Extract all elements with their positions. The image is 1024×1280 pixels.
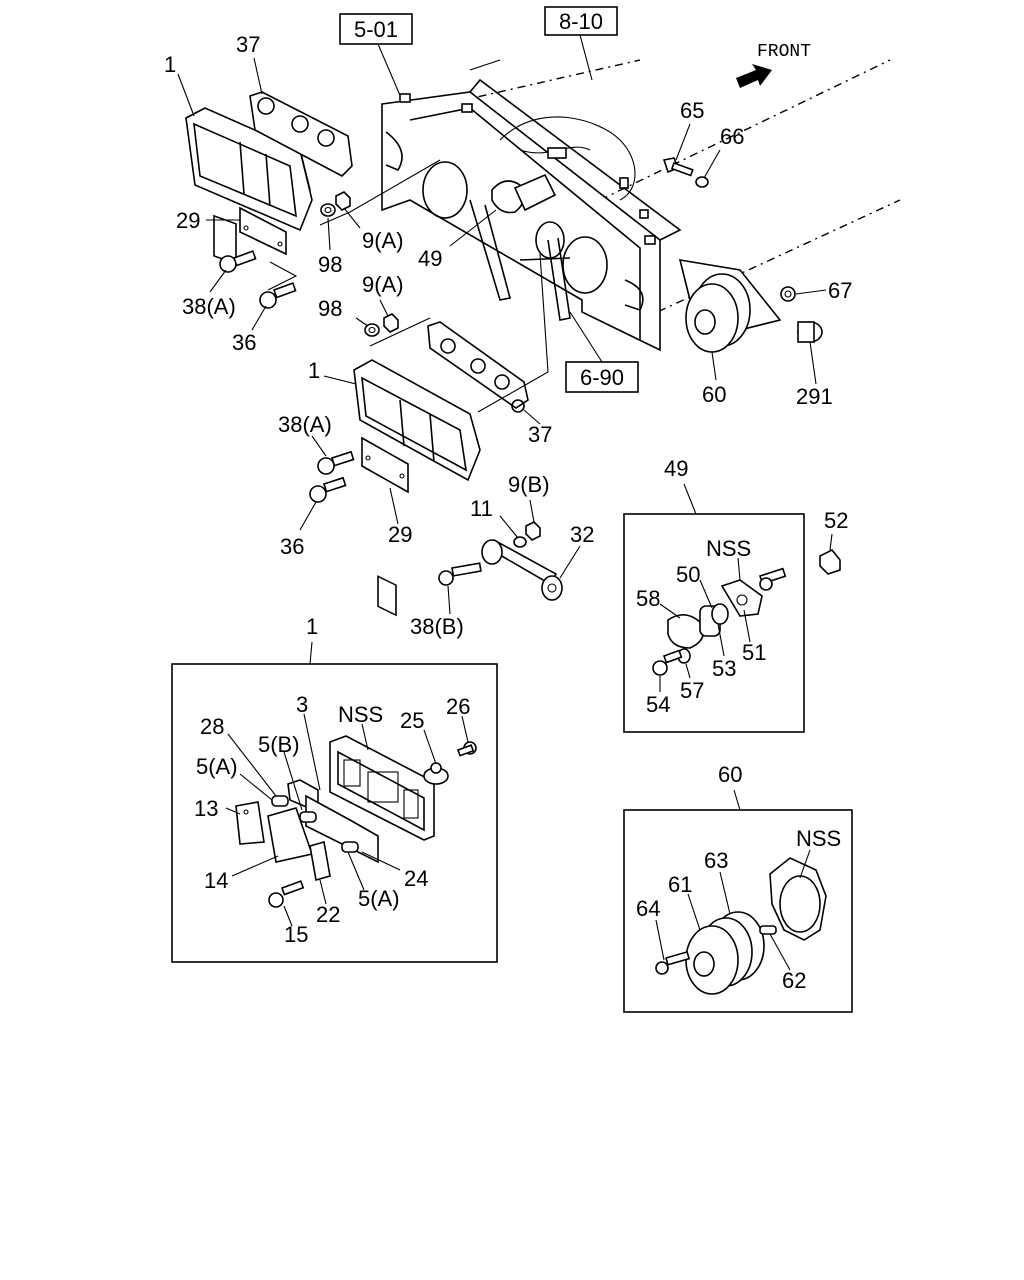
- callout-291: 291: [796, 384, 833, 409]
- ref-box-5-01[interactable]: 5-01: [339, 13, 413, 45]
- callout-29-top: 29: [176, 208, 200, 233]
- ref-box-8-10[interactable]: 8-10: [544, 6, 618, 36]
- detail-1-label-15: 15: [284, 922, 308, 947]
- callout-67: 67: [828, 278, 852, 303]
- detail-1-label-13: 13: [194, 796, 218, 821]
- detail-1-panel: 1: [171, 614, 498, 963]
- callout-60-main: 60: [702, 382, 726, 407]
- screw-36-top: [259, 282, 297, 309]
- front-label: FRONT: [757, 42, 811, 62]
- callout-36-top: 36: [232, 330, 256, 355]
- washer-66: [695, 176, 709, 188]
- detail-1-label-24: 24: [404, 866, 428, 891]
- washer-11: [513, 536, 527, 548]
- detail-49-label-54: 54: [646, 692, 670, 717]
- callout-65: 65: [680, 98, 704, 123]
- nut-9b: [525, 521, 541, 541]
- detail-49-label-58: 58: [636, 586, 660, 611]
- callout-98-top: 98: [318, 252, 342, 277]
- callout-37-top: 37: [236, 32, 260, 57]
- ref-label-8-10: 8-10: [559, 9, 603, 34]
- callout-9a-mid: 9(A): [362, 272, 404, 297]
- callout-32: 32: [570, 522, 594, 547]
- bolt-38a-mid: [317, 450, 355, 475]
- ref-label-5-01: 5-01: [354, 17, 398, 42]
- detail-60-label-61: 61: [668, 872, 692, 897]
- callout-38a-mid: 38(A): [278, 412, 332, 437]
- horn-disc-part: [685, 273, 751, 353]
- gasket-37-mid: [427, 321, 529, 413]
- detail-60-panel: 60 NSS 63 61 64 62: [623, 762, 853, 1013]
- callout-1-top: 1: [164, 52, 176, 77]
- detail-1-label-14: 14: [204, 868, 228, 893]
- detail-1-title: 1: [306, 614, 318, 639]
- detail-49-label-57: 57: [680, 678, 704, 703]
- callout-98-mid: 98: [318, 296, 342, 321]
- plate-29-top: [239, 206, 287, 256]
- detail-60-label-62: 62: [782, 968, 806, 993]
- bolt-38b: [438, 562, 482, 586]
- front-direction: FRONT: [736, 42, 811, 88]
- detail-1-label-3: 3: [296, 692, 308, 717]
- detail-49-label-nss: NSS: [706, 536, 751, 561]
- detail-49-title: 49: [664, 456, 688, 481]
- detail-1-label-5a-bottom: 5(A): [358, 886, 400, 911]
- callout-66: 66: [720, 124, 744, 149]
- detail-1-label-26: 26: [446, 694, 470, 719]
- lamp-assembly-mid: [353, 359, 481, 617]
- callout-9b: 9(B): [508, 472, 550, 497]
- horn-assembly-frame: [469, 173, 571, 321]
- main-leaders: [177, 57, 827, 615]
- detail-1-label-25: 25: [400, 708, 424, 733]
- detail-1-label-22: 22: [316, 902, 340, 927]
- callout-11: 11: [470, 496, 493, 521]
- ref-label-6-90: 6-90: [580, 365, 624, 390]
- detail-60-title: 60: [718, 762, 742, 787]
- detail-1-label-28: 28: [200, 714, 224, 739]
- bolt-38a-top: [219, 250, 257, 273]
- frame-crossmember: [381, 59, 901, 352]
- nut-9a-top: [335, 191, 351, 211]
- detail-49-label-53: 53: [712, 656, 736, 681]
- ref-box-6-90[interactable]: 6-90: [565, 361, 639, 393]
- detail-49-label-51: 51: [742, 640, 766, 665]
- detail-49-label-52: 52: [824, 508, 848, 533]
- callout-37-mid: 37: [528, 422, 552, 447]
- detail-49-label-50: 50: [676, 562, 700, 587]
- callout-36-mid: 36: [280, 534, 304, 559]
- link-32: [481, 538, 563, 601]
- detail-60-label-nss: NSS: [796, 826, 841, 851]
- callout-29-mid: 29: [388, 522, 412, 547]
- callout-9a-top: 9(A): [362, 228, 404, 253]
- detail-60-label-63: 63: [704, 848, 728, 873]
- plate-29-mid: [361, 436, 409, 494]
- detail-1-label-nss: NSS: [338, 702, 383, 727]
- detail-1-label-5a-top: 5(A): [196, 754, 238, 779]
- detail-60-label-64: 64: [636, 896, 660, 921]
- washer-98-mid: [364, 323, 380, 337]
- front-arrow-icon: [736, 64, 772, 88]
- detail-1-label-5b: 5(B): [258, 732, 300, 757]
- nut-9a-mid: [383, 313, 399, 333]
- callout-38a-top: 38(A): [182, 294, 236, 319]
- screw-36-mid: [309, 476, 347, 503]
- callout-49-main: 49: [418, 246, 442, 271]
- callout-38b: 38(B): [410, 614, 464, 639]
- washer-98-top: [320, 203, 336, 217]
- bolt-65: [662, 157, 694, 177]
- detail-49-panel: 49 52 NSS 50 58 51 53 57 54: [623, 456, 848, 733]
- grommet-291: [797, 321, 823, 343]
- nut-67: [780, 286, 796, 302]
- callout-1-mid: 1: [308, 358, 320, 383]
